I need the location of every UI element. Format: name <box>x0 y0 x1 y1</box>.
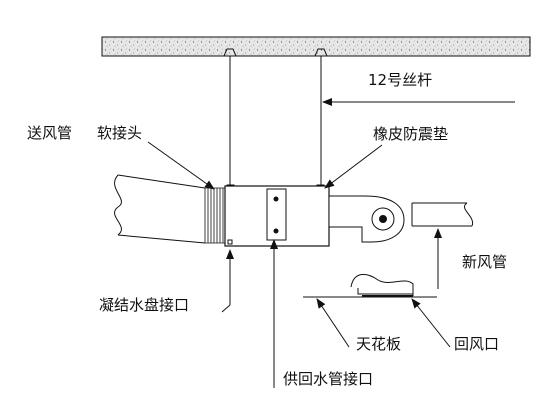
return-grille <box>350 274 414 297</box>
hanger-anchor-left <box>223 48 237 62</box>
leader-rubber-pad <box>324 144 383 189</box>
label-ceiling: 天花板 <box>356 335 401 353</box>
leader-ceiling <box>316 298 350 348</box>
supply-duct <box>114 174 206 244</box>
label-condensate-outlet: 凝结水盘接口 <box>99 296 189 314</box>
water-connection-hole-top <box>273 196 279 202</box>
leader-return-air <box>411 298 451 348</box>
label-rubber-pad: 橡皮防震垫 <box>373 125 448 143</box>
label-water-connection: 供回水管接口 <box>283 370 373 388</box>
label-flex-joint: 软接头 <box>97 124 142 142</box>
label-supply-duct: 送风管 <box>27 124 72 142</box>
flexible-joint <box>204 187 225 244</box>
return-air-plenum <box>328 195 405 243</box>
fan-outlet-center <box>379 215 387 223</box>
leader-flex-joint <box>147 141 215 190</box>
label-fresh-air-duct: 新风管 <box>462 253 507 271</box>
label-return-air: 回风口 <box>454 335 499 353</box>
leader-condensate-tail <box>221 304 231 313</box>
hanger-anchor-right <box>314 48 328 62</box>
condensate-tab <box>227 239 233 245</box>
label-rod: 12号丝杆 <box>368 71 432 89</box>
water-connection-hole-bottom <box>273 228 279 234</box>
fresh-air-duct <box>411 202 474 227</box>
